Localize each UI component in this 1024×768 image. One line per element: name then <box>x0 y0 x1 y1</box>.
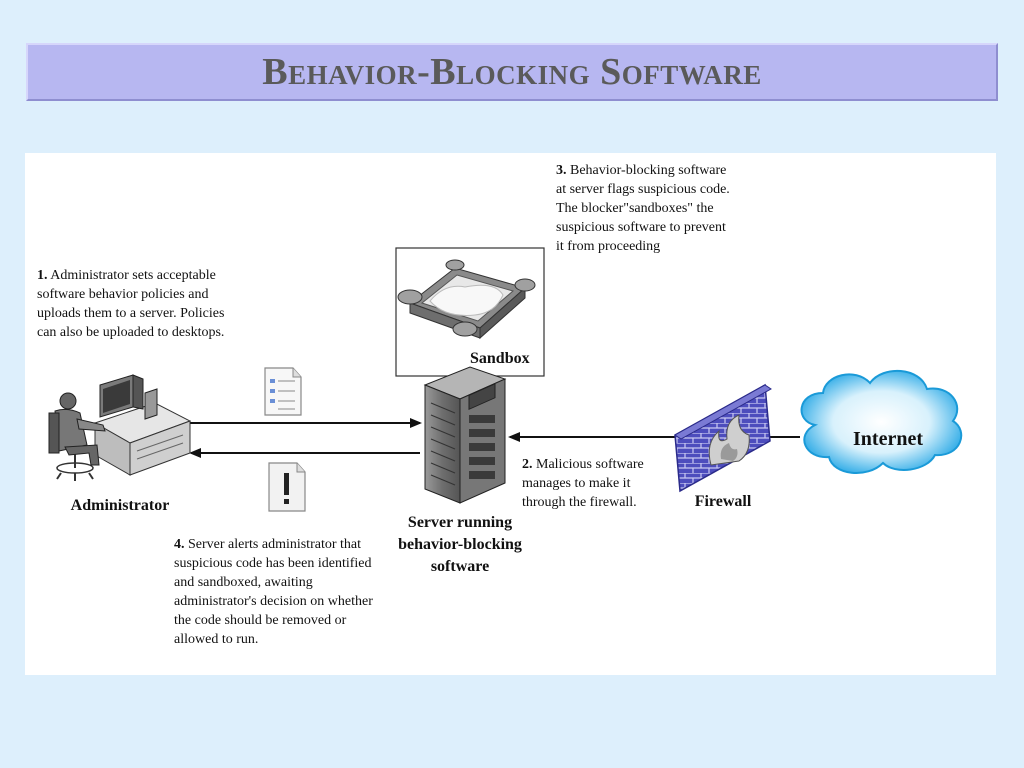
diagram-panel: 1. Administrator sets acceptable softwar… <box>25 153 996 675</box>
internet-label: Internet <box>853 428 923 450</box>
server-tower-icon <box>423 366 507 504</box>
administrator-label: Administrator <box>70 497 170 514</box>
step4-number: 4. <box>174 537 185 552</box>
policy-document-icon <box>264 367 302 416</box>
firewall-label: Firewall <box>694 493 752 510</box>
step4-body: Server alerts administrator that suspici… <box>174 537 373 647</box>
step3-text: 3. Behavior-blocking software at server … <box>556 161 736 256</box>
step2-text: 2. Malicious software manages to make it… <box>522 455 667 512</box>
firewall-icon <box>674 383 772 493</box>
server-label: Server running behavior-blocking softwar… <box>398 514 522 575</box>
sandbox-label: Sandbox <box>470 350 530 367</box>
title-bar: Behavior-Blocking Software <box>26 43 998 101</box>
sandbox-icon <box>395 247 545 377</box>
administrator-workstation-icon <box>48 374 192 481</box>
page-title: Behavior-Blocking Software <box>262 51 762 93</box>
alert-document-icon <box>268 462 306 512</box>
diagram-canvas <box>48 247 963 512</box>
step4-text: 4. Server alerts administrator that susp… <box>174 535 374 649</box>
step2-number: 2. <box>522 457 533 472</box>
step3-number: 3. <box>556 163 567 178</box>
step1-body: Administrator sets acceptable software b… <box>37 268 225 340</box>
step1-text: 1. Administrator sets acceptable softwar… <box>37 266 237 342</box>
internet-cloud-icon <box>800 370 963 475</box>
step3-body: Behavior-blocking software at server fla… <box>556 163 730 254</box>
step2-body: Malicious software manages to make it th… <box>522 457 644 510</box>
step1-number: 1. <box>37 268 48 283</box>
